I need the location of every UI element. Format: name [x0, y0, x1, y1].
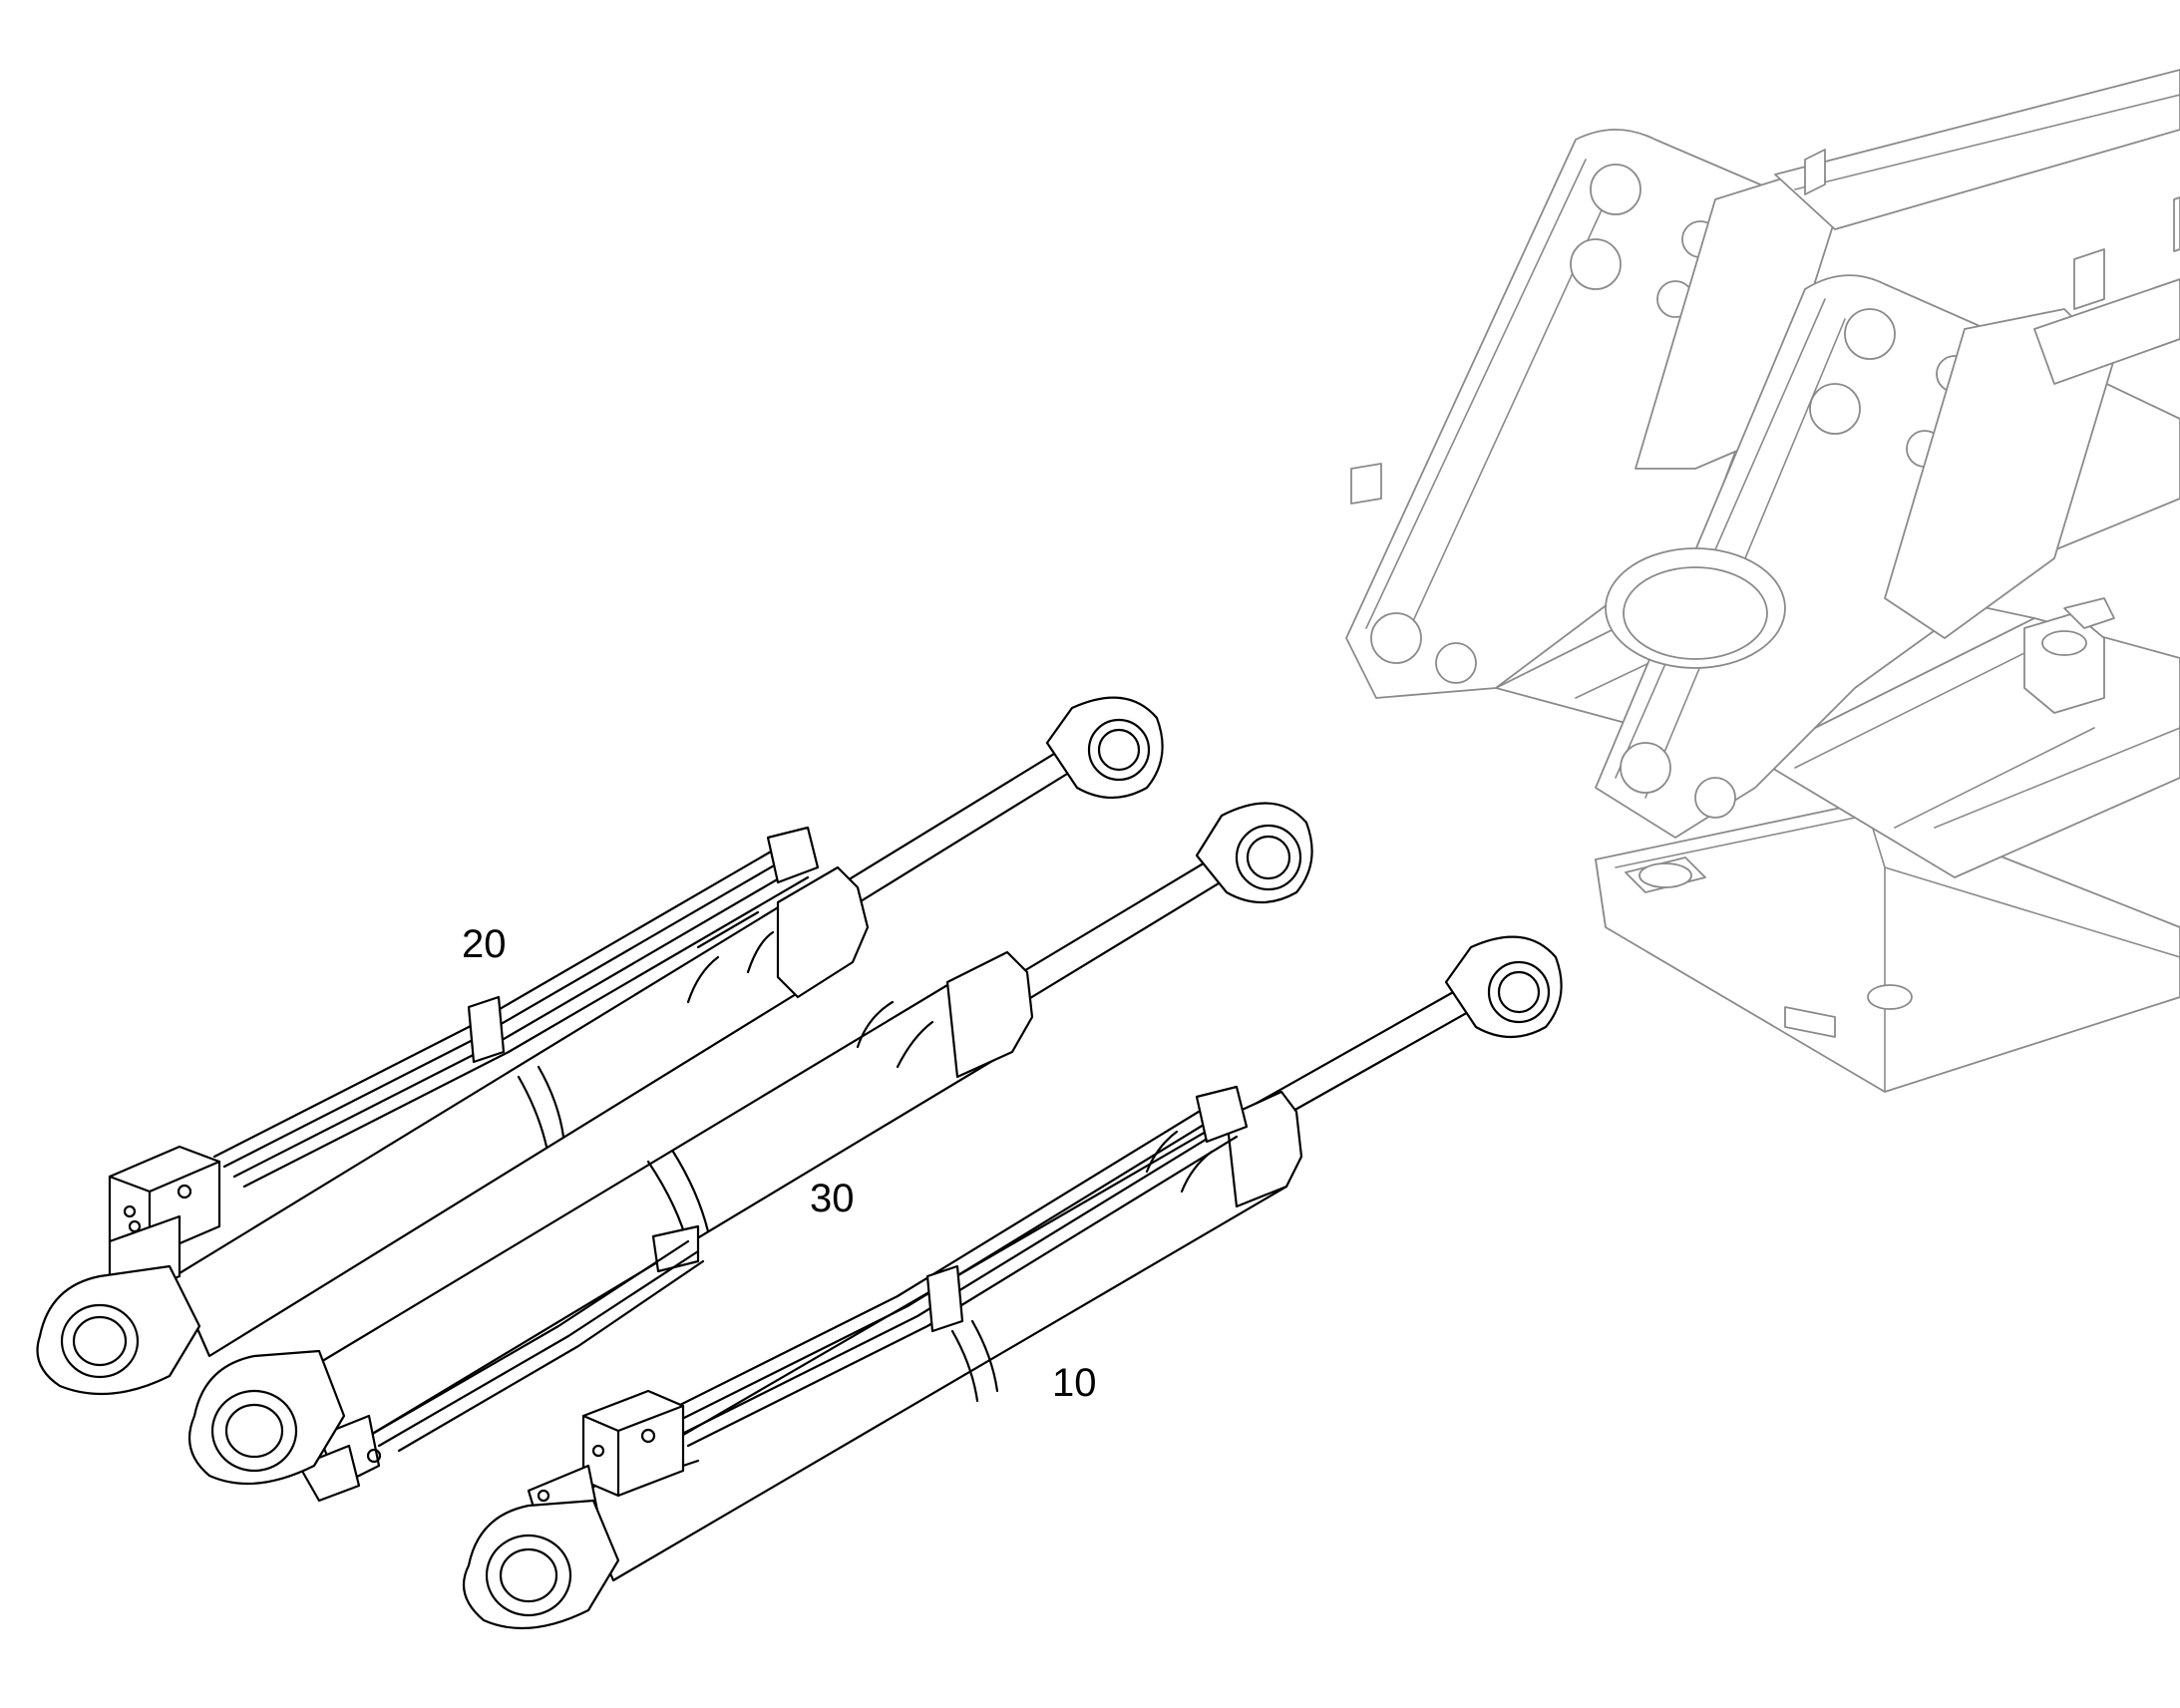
- hydraulic-cylinder-20: [36, 696, 1164, 1396]
- callout-20: 20: [462, 922, 507, 966]
- callout-30: 30: [810, 1177, 855, 1220]
- upperstructure-frame: [1345, 69, 2180, 1093]
- hydraulic-cylinder-10: [462, 935, 1563, 1630]
- callout-10: 10: [1052, 1361, 1097, 1405]
- hydraulic-cylinder-30: [187, 802, 1313, 1503]
